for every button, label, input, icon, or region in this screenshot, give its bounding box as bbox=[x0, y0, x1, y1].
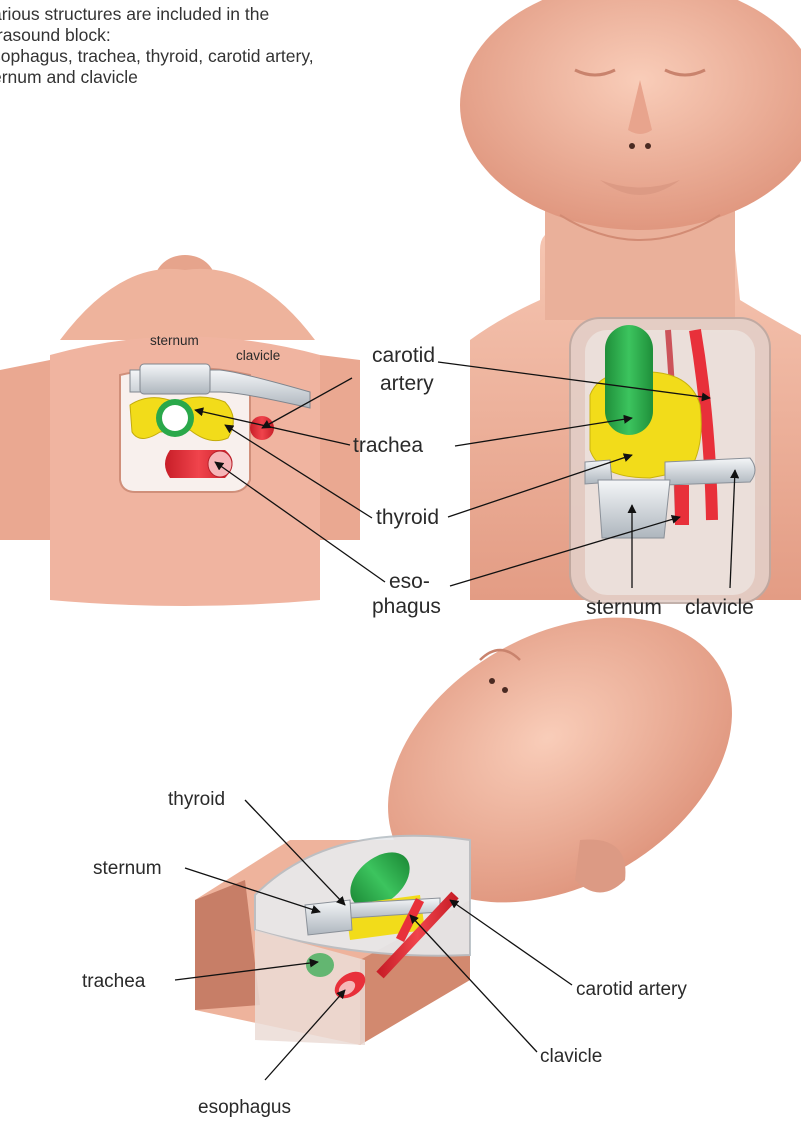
label-front-sternum: sternum bbox=[586, 596, 662, 619]
label-esophagus-1: eso- bbox=[389, 570, 430, 593]
head-icon bbox=[460, 0, 801, 230]
label-carotid-artery-1: carotid bbox=[372, 344, 435, 367]
label-carotid-artery-2: artery bbox=[380, 372, 434, 395]
label-iso-clavicle: clavicle bbox=[540, 1046, 602, 1067]
label-iso-thyroid: thyroid bbox=[168, 789, 225, 810]
label-left-clavicle: clavicle bbox=[236, 348, 280, 363]
isometric-view-model bbox=[195, 559, 783, 1045]
label-left-sternum: sternum bbox=[150, 333, 199, 348]
label-thyroid: thyroid bbox=[376, 506, 439, 529]
label-iso-carotid-artery: carotid artery bbox=[576, 979, 687, 1000]
label-front-clavicle: clavicle bbox=[685, 596, 754, 619]
front-view-model bbox=[460, 0, 801, 603]
label-iso-trachea: trachea bbox=[82, 971, 146, 992]
label-iso-esophagus: esophagus bbox=[198, 1097, 291, 1118]
label-trachea: trachea bbox=[353, 434, 423, 457]
label-esophagus-2: phagus bbox=[372, 595, 441, 618]
label-iso-sternum: sternum bbox=[93, 858, 162, 879]
bottom-view-model bbox=[0, 255, 360, 606]
